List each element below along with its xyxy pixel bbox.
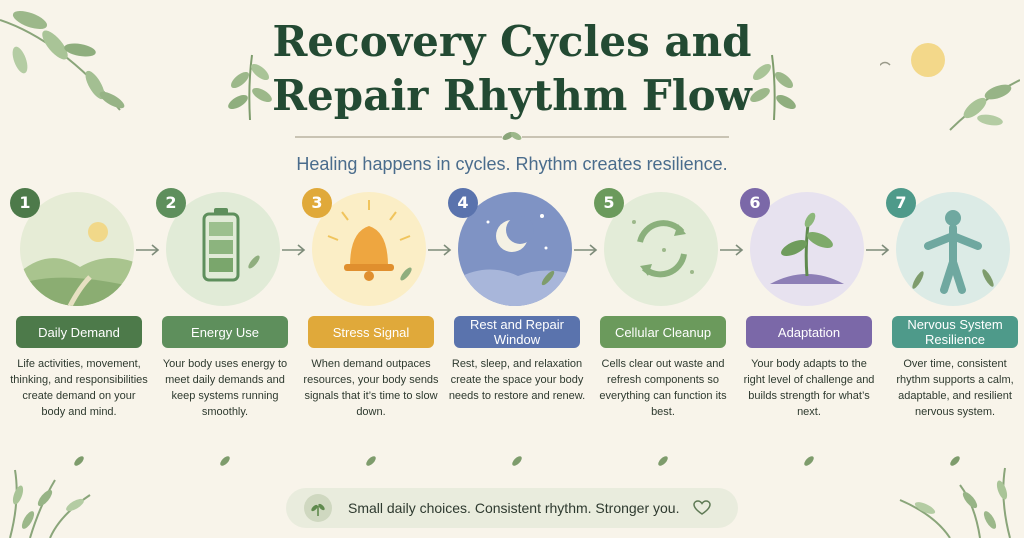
mini-leaf-icon — [512, 456, 522, 466]
recycle-icon — [632, 220, 694, 278]
step-2-illustration — [166, 192, 280, 306]
subtitle: Healing happens in cycles. Rhythm create… — [296, 154, 728, 174]
step-number-badge: 6 — [740, 188, 770, 218]
person-icon — [912, 210, 994, 294]
step-7-description: Over time, consistent rhythm supports a … — [896, 358, 1014, 418]
battery-icon — [202, 208, 260, 282]
step-7-label: Nervous System Resilience — [892, 316, 1018, 348]
flow-arrow-icon — [282, 244, 306, 256]
step-5-description: Cells clear out waste and refresh compon… — [599, 358, 727, 418]
page-title-line-2: Repair Rhythm Flow — [272, 71, 752, 120]
flow-arrow-icon — [136, 244, 160, 256]
step-6-label: Adaptation — [746, 316, 872, 348]
step-4-description: Rest, sleep, and relaxation create the s… — [448, 358, 586, 402]
step-6-illustration — [750, 192, 864, 306]
step-7-illustration — [896, 192, 1010, 306]
footer-text: Small daily choices. Consistent rhythm. … — [348, 500, 680, 516]
heart-icon — [693, 500, 712, 515]
sun-decoration — [880, 43, 1020, 131]
flow-arrow-icon — [866, 244, 890, 256]
divider-leaf-icon — [502, 132, 522, 140]
step-2-description: Your body uses energy to meet daily dema… — [162, 358, 288, 418]
mini-leaf-icon — [950, 456, 960, 466]
leaf-icon — [304, 494, 332, 522]
step-number-badge: 7 — [886, 188, 916, 218]
moon-icon — [458, 214, 572, 306]
flow-arrow-icon — [720, 244, 744, 256]
mini-leaf-icon — [658, 456, 668, 466]
step-number-badge: 5 — [594, 188, 624, 218]
flow-arrow-icon — [428, 244, 452, 256]
mini-leaf-icon — [74, 456, 84, 466]
step-1-description: Life activities, movement, thinking, and… — [10, 358, 148, 418]
step-1-label: Daily Demand — [16, 316, 142, 348]
step-6-description: Your body adapts to the right level of c… — [743, 358, 875, 418]
step-number-badge: 1 — [10, 188, 40, 218]
flow-arrow-icon — [574, 244, 598, 256]
step-4-label: Rest and Repair Window — [454, 316, 580, 348]
step-number-badge: 2 — [156, 188, 186, 218]
footer-banner: Small daily choices. Consistent rhythm. … — [286, 488, 738, 528]
grass-bottom-left-decoration — [9, 469, 91, 538]
branch-top-left-decoration — [0, 10, 125, 111]
step-3-description: When demand outpaces resources, your bod… — [303, 358, 439, 418]
step-number-badge: 3 — [302, 188, 332, 218]
leaf-sprig-right-decoration — [750, 54, 796, 120]
sprout-icon — [770, 212, 844, 284]
step-2-label: Energy Use — [162, 316, 288, 348]
step-number-badge: 4 — [448, 188, 478, 218]
step-3-label: Stress Signal — [308, 316, 434, 348]
step-5-illustration — [604, 192, 718, 306]
page-title: Recovery Cycles and — [272, 17, 752, 66]
step-5-label: Cellular Cleanup — [600, 316, 726, 348]
step-3-illustration — [312, 192, 426, 306]
grass-bottom-right-decoration — [899, 467, 1011, 538]
leaf-sprig-left-decoration — [228, 54, 272, 120]
mini-leaf-icon — [366, 456, 376, 466]
mini-leaf-icon — [220, 456, 230, 466]
mini-leaf-icon — [804, 456, 814, 466]
step-4-illustration — [458, 192, 572, 306]
bell-icon — [327, 200, 412, 281]
